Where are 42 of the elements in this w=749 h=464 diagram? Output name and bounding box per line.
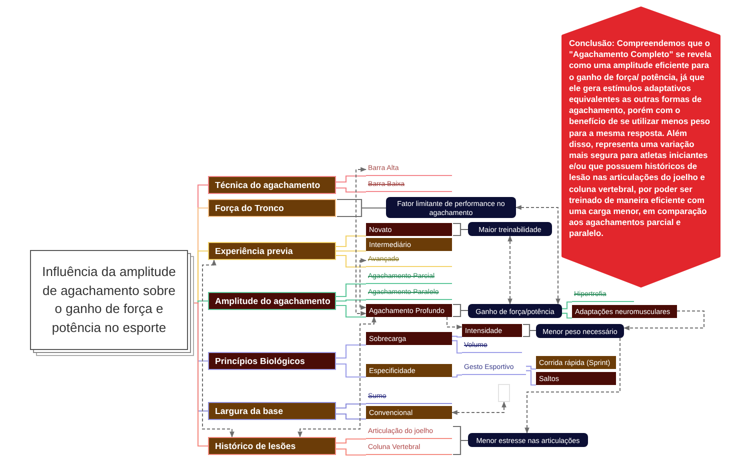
branch-line (336, 299, 366, 302)
relationship-arrow (446, 316, 463, 330)
branch-line (336, 304, 366, 318)
topic-box: Técnica do agachamento (208, 176, 336, 194)
topic-box: Amplitude do agachamento (208, 292, 336, 310)
relationship-arrow (298, 316, 376, 438)
branch-line (194, 302, 208, 447)
branch-line (336, 175, 366, 183)
topic-box: Experiência previa (208, 242, 336, 260)
topic-box: Força do Tronco (208, 199, 336, 217)
relationship-arrow (202, 259, 234, 438)
branch-line (336, 363, 366, 378)
branch-line (336, 187, 366, 193)
branch-line (336, 413, 366, 420)
relationship-arrow (508, 235, 512, 305)
empty-topic-box (498, 384, 510, 402)
relationship-arrow (360, 258, 367, 310)
branch-line (452, 340, 462, 354)
relationship-arrow (356, 167, 367, 316)
branch-line (562, 312, 572, 319)
branch-line (336, 448, 366, 456)
branch-line (526, 370, 536, 386)
branch-line (336, 283, 366, 298)
relationship-arrow (623, 310, 704, 330)
conclusion-callout: Conclusão: Compreendemos que o "Agachamento Completo" se revela como uma amplitude eficiente para o ganho de força/ potência, já que ele gera estímulos adaptativos equivalentes as outras formas de agachamento, porém com o benefício de se utilizar menos peso para a mesma resposta. Além disso, representa uma variação mais segura para atletas iniciantes e/ou que possuem históricos de lesão nas articulações do joelho e coluna vertebral, por poder ser treinado de maneira eficiente com uma carga menor, em comparação aos agachamentos parcial e paralelo. (561, 6, 721, 288)
topic-box: Princípios Biológicos (208, 352, 336, 370)
branch-line (336, 254, 366, 268)
relationship-arrow (524, 338, 620, 434)
relationship-arrow (451, 401, 506, 415)
branch-line (336, 235, 366, 248)
branch-line (562, 301, 572, 310)
branch-line (526, 366, 536, 370)
relationship-arrow (515, 205, 560, 305)
topic-box: Histórico de lesões (208, 437, 336, 455)
branch-line (336, 344, 366, 359)
topic-box: Largura da base (208, 402, 336, 420)
branch-line (336, 250, 366, 252)
branch-line (452, 336, 462, 338)
central-topic-card: Influência da amplitude de agachamento sobre o ganho de força e potência no esporte (30, 250, 194, 356)
branch-line (336, 403, 366, 409)
branch-line (336, 438, 366, 444)
branch-line (452, 374, 462, 378)
